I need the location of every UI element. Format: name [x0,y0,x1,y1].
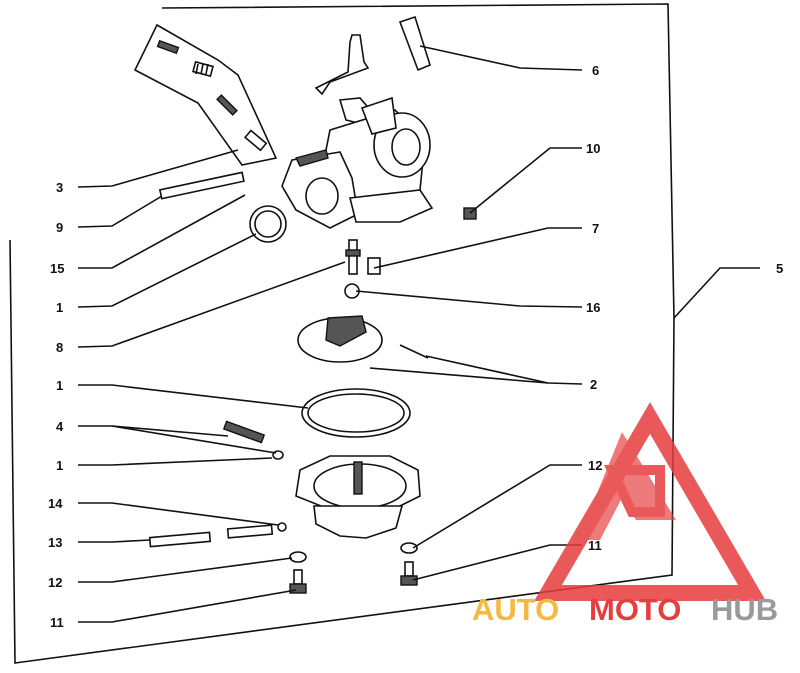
svg-text:AUTO: AUTO [472,592,559,627]
screw-part [156,39,180,55]
plug-part [463,207,477,220]
svg-text:MOTO: MOTO [589,592,681,627]
callout-7: 7 [592,221,599,236]
callout-6: 6 [592,63,599,78]
callout-1-a: 1 [56,300,63,315]
callout-10: 10 [586,141,600,156]
idle-screw-part [222,420,284,460]
choke-plate-part [398,15,431,72]
callout-15: 15 [50,261,64,276]
carburetor-body [281,34,434,229]
float-bowl-gasket [301,388,411,438]
washer-right-part [400,542,418,554]
callout-11-right: 11 [588,538,602,553]
callout-5: 5 [776,261,783,276]
washer-left-part [289,551,307,563]
callout-9: 9 [56,220,63,235]
bolt-left-part [289,569,307,594]
watermark-logo [534,402,766,601]
callout-14: 14 [48,496,63,511]
callout-1-c: 1 [56,458,63,473]
valve-part [367,257,381,275]
needle-part [216,94,238,116]
callout-16: 16 [586,300,600,315]
callout-1-b: 1 [56,378,63,393]
jet-part [345,239,361,275]
callout-3: 3 [56,180,63,195]
watermark-wordmark: AUTO MOTO HUB [472,592,778,627]
callout-12-left: 12 [48,575,62,590]
clip-part [277,522,287,532]
float-pin-part [148,524,274,548]
float-bowl-part [295,455,421,539]
callout-13: 13 [48,535,62,550]
small-spring-part [243,129,268,152]
svg-text:HUB: HUB [711,592,778,627]
callout-labels: 6 10 7 16 5 2 12 11 3 9 15 1 8 1 4 1 14 … [48,63,783,630]
callout-11-left: 11 [50,615,64,630]
float-part [297,315,429,363]
parts-kit-panel [133,23,278,166]
callout-2: 2 [590,377,597,392]
callout-4: 4 [56,419,64,434]
callout-12-right: 12 [588,458,602,473]
bolt-right-part [400,561,418,586]
float-pin-small-part [158,171,245,200]
callout-8: 8 [56,340,63,355]
spring-part [192,60,214,78]
manifold-gasket [249,205,287,243]
